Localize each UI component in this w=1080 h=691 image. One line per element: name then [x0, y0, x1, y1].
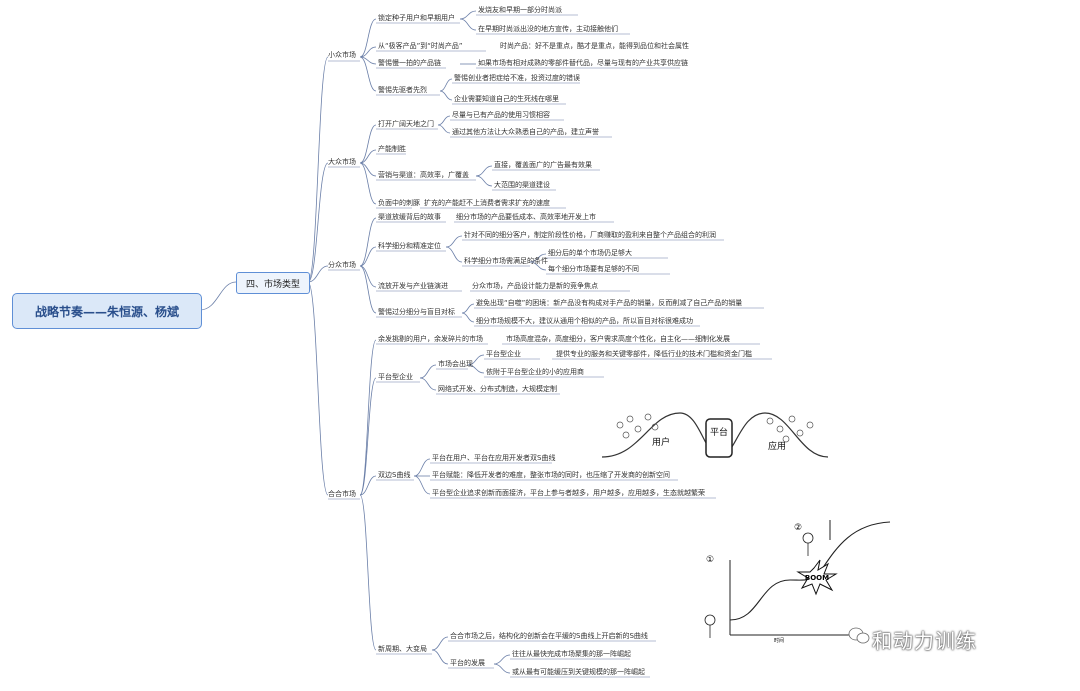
boom-sketch: BOOM ① ② 时间 [704, 520, 891, 644]
leaf-capacity-lag[interactable]: 扩充的产能赶不上消费者需求扩充的速度 [424, 199, 550, 207]
leaf-broad-ads[interactable]: 直接，覆盖面广的广告最有效果 [494, 161, 592, 169]
topic-dual-s-curve[interactable]: 双边S曲线 [378, 471, 411, 479]
topic-new-cycle[interactable]: 新周期、大变局 [378, 645, 427, 653]
leaf-design-focus[interactable]: 分众市场，产品设计能力是新的竞争焦点 [472, 282, 598, 290]
leaf-ecosystem[interactable]: 平台型企业追求创新而面接济，平台上参与者越多，用户越多，应用越多，生态就越繁荣 [432, 489, 705, 497]
leaf-share-supply-chain[interactable]: 如果市场有相对成熟的零部件替代品，尽量与现有的产业共享供应链 [478, 59, 688, 67]
topic-pioneer-martyr[interactable]: 警惕先驱者先烈 [378, 86, 427, 94]
leaf-network-dev[interactable]: 网络式开发、分布式制造，大规模定制 [438, 385, 557, 393]
sketch-platform-text: 平台 [710, 426, 728, 438]
leaf-compatible-habits[interactable]: 尽量与已有产品的使用习惯相容 [452, 111, 550, 119]
leaf-channel-building[interactable]: 大范围的渠道建设 [494, 181, 550, 189]
topic-dev-industry-chain[interactable]: 流放开发与产业链演进 [378, 282, 448, 290]
leaf-survival-line[interactable]: 企业需要知道自己的生死线在哪里 [454, 95, 559, 103]
leaf-contact-early[interactable]: 在早期时尚派出没的地方宣传，主动接触他们 [478, 25, 618, 33]
leaf-fastest-aggregation[interactable]: 往往从最快完成市场聚集的那一阵崛起 [512, 650, 631, 658]
root-topic[interactable]: 战略节奏——朱恒源、杨斌 [12, 293, 202, 329]
topic-slow-chain[interactable]: 警惕慢一拍的产品链 [378, 59, 441, 67]
platform-sketch: 平台 用户 应用 [601, 412, 829, 458]
leaf-build-reputation[interactable]: 通过其他方法让大众熟悉自己的产品，建立声誉 [452, 128, 599, 136]
topic-capacity-wins[interactable]: 产能制胜 [378, 145, 406, 153]
sketch-num1: ① [706, 555, 714, 565]
topic-over-segmentation[interactable]: 警惕过分细分与盲目对标 [378, 308, 455, 316]
sketch-user-text: 用户 [652, 436, 670, 448]
leaf-small-app-vendors[interactable]: 依附于平台型企业的小的应用商 [486, 368, 584, 376]
leaf-early-fans[interactable]: 发烧友和早期一部分时尚派 [478, 6, 562, 14]
branch-niche-market[interactable]: 小众市场 [328, 51, 356, 59]
topic-channel-slowdown[interactable]: 渠道放缓背后的故事 [378, 213, 441, 221]
leaf-new-s-curve[interactable]: 合合市场之后，结构化的创新会在平缓的S曲线上开启新的S曲线 [450, 632, 648, 640]
topic-picky-users[interactable]: 余发挑剔的用户，余发碎片的市场 [378, 335, 483, 343]
leaf-platform-empower[interactable]: 平台赋能：降低开发者的难度，整张市场的同时，也压缩了开发商的创新空间 [432, 471, 670, 479]
leaf-platform-company[interactable]: 平台型企业 [486, 350, 521, 358]
leaf-segment-different[interactable]: 每个细分市场要有足够的不同 [548, 265, 639, 273]
leaf-self-cannibalization[interactable]: 避免出现“自噬”的困境：新产品没有构成对手产品的销量，反而削减了自己产品的销量 [476, 299, 743, 307]
leaf-dual-s[interactable]: 平台在用户、平台在应用开发者双S曲线 [432, 454, 556, 462]
topic-geek-to-fashion[interactable]: 从“极客产品”到“时尚产品” [378, 42, 463, 50]
main-topic-label: 四、市场类型 [245, 279, 300, 290]
branch-mass-market[interactable]: 大众市场 [328, 158, 356, 166]
main-topic-market-types[interactable]: 四、市场类型 [236, 272, 310, 294]
branch-integrated-market[interactable]: 合合市场 [328, 490, 356, 498]
leaf-overinvest[interactable]: 警惕创业者把症给不准，投资过度的错误 [454, 74, 580, 82]
leaf-highly-mixed[interactable]: 市场高度混杂，高度细分，客户需求高度个性化，自主化——细制化发展 [506, 335, 730, 343]
leaf-fashion-product[interactable]: 时尚产品：好不是重点，酷才是重点，能得到品位和社会属性 [500, 42, 689, 50]
topic-seed-users[interactable]: 锁定种子用户和早期用户 [378, 14, 455, 22]
leaf-market-appears[interactable]: 市场会出现 [438, 360, 473, 368]
topic-negative-puffer[interactable]: 负面中的刺豚 [378, 199, 420, 207]
topic-scientific-segmentation[interactable]: 科学细分和精准定位 [378, 242, 441, 250]
leaf-key-scale[interactable]: 或从最有可能缓压到关键规模的那一阵崛起 [512, 668, 645, 676]
root-title: 战略节奏——朱恒源、杨斌 [34, 304, 179, 319]
topic-platform-enterprise[interactable]: 平台型企业 [378, 373, 413, 381]
topic-marketing-channels[interactable]: 营销与渠道：高效率，广覆盖 [378, 171, 469, 179]
leaf-low-cost-dev[interactable]: 细分市场的产品要低成本、高效率地开发上市 [456, 213, 596, 221]
sketch-num2: ② [794, 523, 802, 533]
sketch-app-text: 应用 [768, 440, 786, 452]
leaf-platform-services[interactable]: 提供专业的服务和关键零部件，降低行业的技术门槛和资金门槛 [556, 350, 752, 358]
sketch-time-label: 时间 [774, 637, 784, 644]
sketch-boom-text: BOOM [805, 574, 829, 582]
topic-open-door[interactable]: 打开广阔天地之门 [378, 120, 434, 128]
branch-segmented-market[interactable]: 分众市场 [328, 261, 356, 269]
leaf-platform-development[interactable]: 平台的发展 [450, 659, 485, 667]
leaf-blind-benchmarking[interactable]: 细分市场规模不大，建议从通用个相似的产品，所以盲目对标很难成功 [476, 317, 693, 325]
leaf-segment-large-enough[interactable]: 细分后的单个市场仍足够大 [548, 249, 632, 257]
leaf-segment-conditions[interactable]: 科学细分市场需满足的条件 [464, 257, 548, 265]
watermark-text: 和动力训练 [872, 629, 977, 653]
wechat-icon [848, 627, 870, 644]
leaf-stage-pricing[interactable]: 针对不同的细分客户，制定阶段性价格，厂商赚取的盈利来自整个产品组合的利润 [464, 231, 716, 239]
